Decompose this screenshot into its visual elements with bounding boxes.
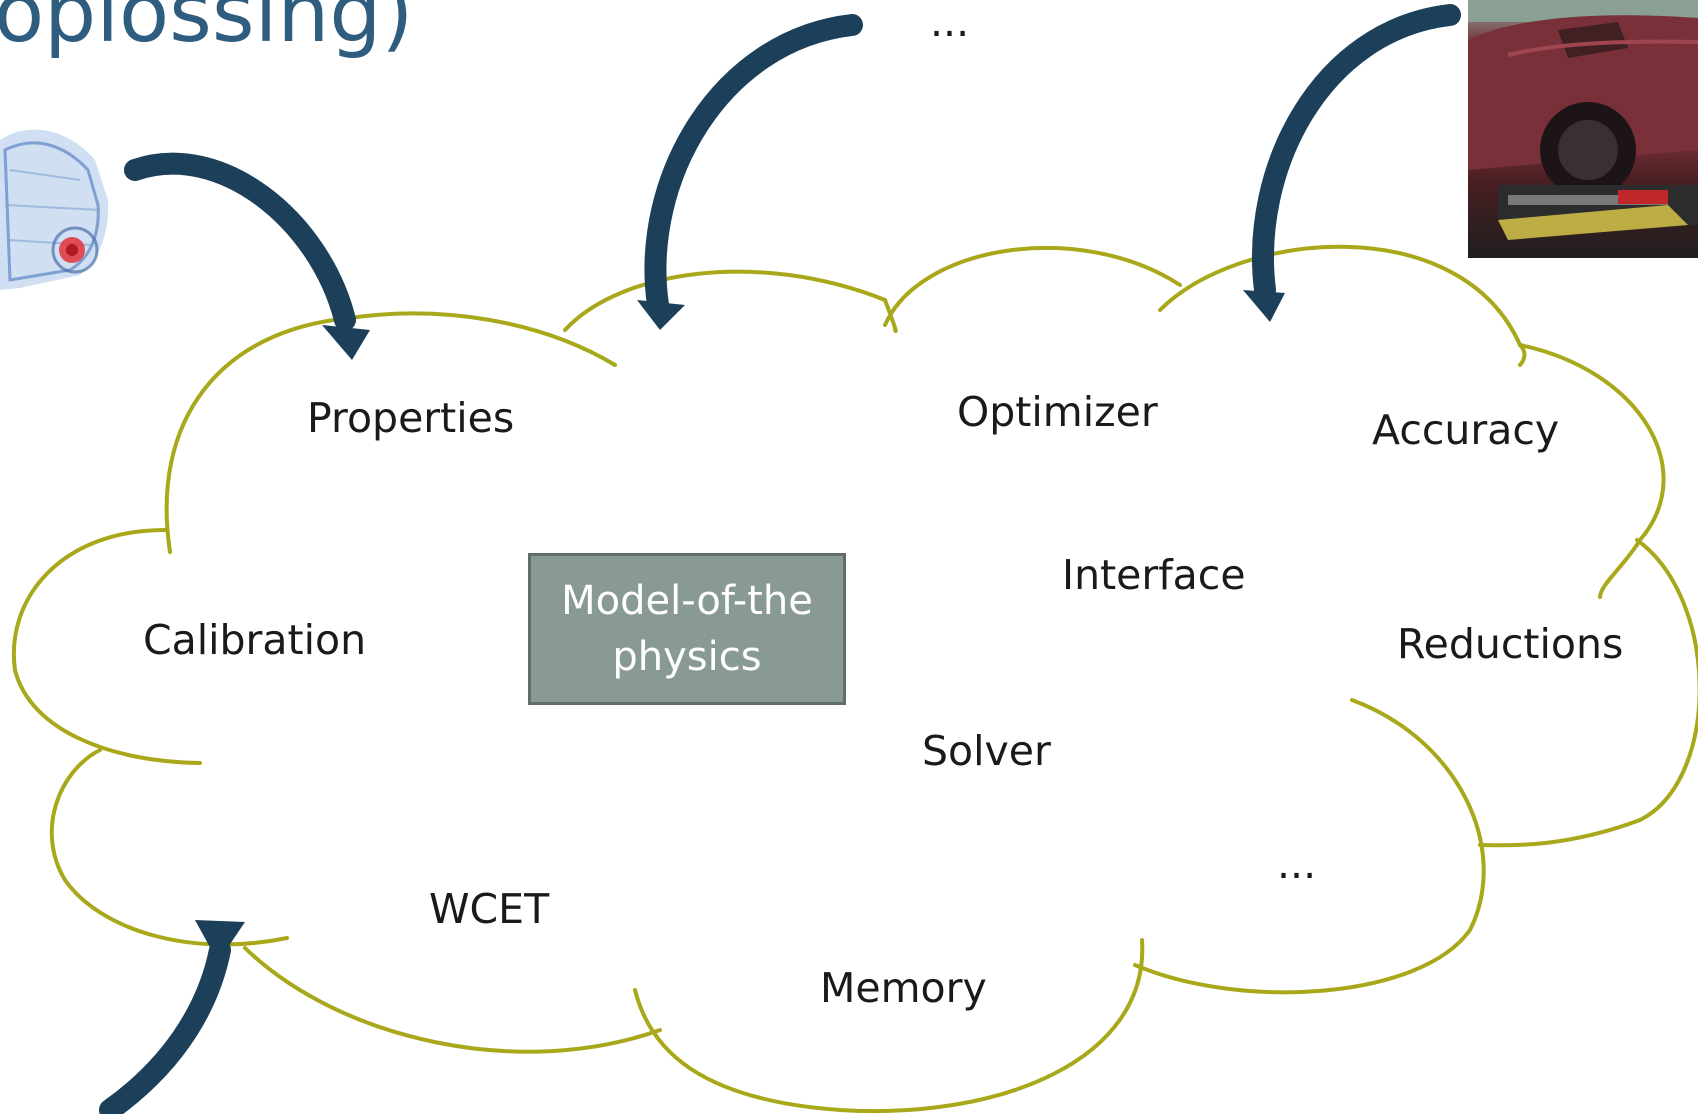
car-test-rig-photo (1468, 0, 1698, 258)
arrow-from-bottom-left (99, 920, 245, 1114)
label-top-ellipsis: ... (930, 0, 970, 46)
arrow-from-car-photo (1243, 4, 1461, 322)
arrow-from-top-ellipsis (637, 14, 863, 330)
label-optimizer: Optimizer (957, 388, 1158, 436)
label-memory: Memory (820, 964, 987, 1012)
label-ellipsis-inside: ... (1277, 840, 1317, 888)
label-calibration: Calibration (143, 616, 367, 664)
model-of-the-physics-box: Model-of-the physics (528, 553, 846, 705)
label-solver: Solver (922, 727, 1051, 775)
label-properties: Properties (307, 394, 515, 442)
model-box-line2: physics (612, 634, 762, 680)
label-wcet: WCET (429, 885, 550, 933)
arrow-from-car-image (124, 152, 370, 360)
slide-title-fragment: oplossing) (0, 0, 414, 61)
label-accuracy: Accuracy (1372, 406, 1560, 454)
label-reductions: Reductions (1397, 620, 1624, 668)
label-interface: Interface (1062, 551, 1246, 599)
car-xray-image (0, 129, 109, 290)
model-box-line1: Model-of-the (561, 578, 813, 624)
